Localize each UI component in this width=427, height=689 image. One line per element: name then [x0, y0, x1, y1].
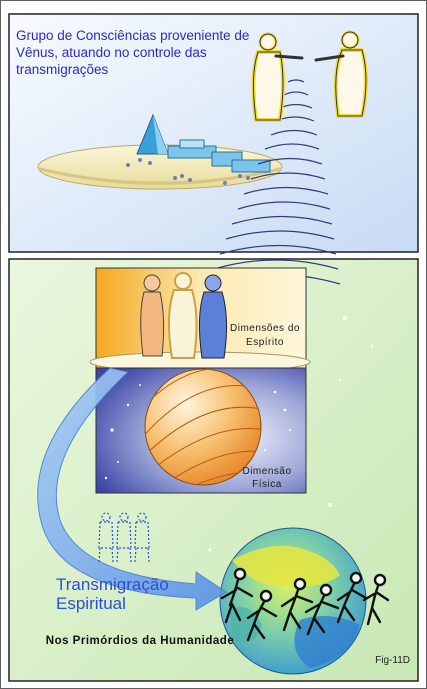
primitive-human-3	[280, 577, 314, 632]
bottom-caption: Nos Primórdios da Humanidade	[45, 635, 235, 647]
figure-id-label: Fig-11D	[375, 655, 410, 666]
sun-sphere	[144, 368, 262, 486]
spirit-being-orange	[140, 274, 165, 357]
dashed-spirit-3	[134, 512, 150, 563]
primitive-humans	[220, 567, 390, 642]
primitive-human-1	[220, 567, 254, 624]
transmigration-arrow	[37, 367, 227, 611]
dashed-spirit-2	[116, 512, 132, 563]
spirit-being-blue	[198, 274, 228, 359]
floating-city	[37, 113, 283, 190]
primitive-human-2	[246, 589, 278, 642]
transmigrating-spirits	[98, 512, 150, 563]
venus-being-left	[251, 32, 304, 122]
primitive-human-5	[336, 571, 368, 624]
stars	[104, 384, 291, 480]
physical-dimension-label: Dimensão Física	[242, 466, 292, 490]
venus-being-right	[314, 30, 368, 118]
transmigration-label: Transmigração Espiritual	[56, 575, 169, 613]
sparkles	[208, 316, 374, 552]
dashed-spirit-1	[98, 512, 114, 563]
spirit-being-white	[167, 272, 198, 359]
primitive-human-6	[362, 573, 390, 626]
top-caption: Grupo de Consciências proveniente de Vên…	[16, 28, 250, 77]
primitive-human-4	[304, 583, 340, 636]
spirit-dimension-label: Dimensões do Espírito	[230, 323, 300, 348]
